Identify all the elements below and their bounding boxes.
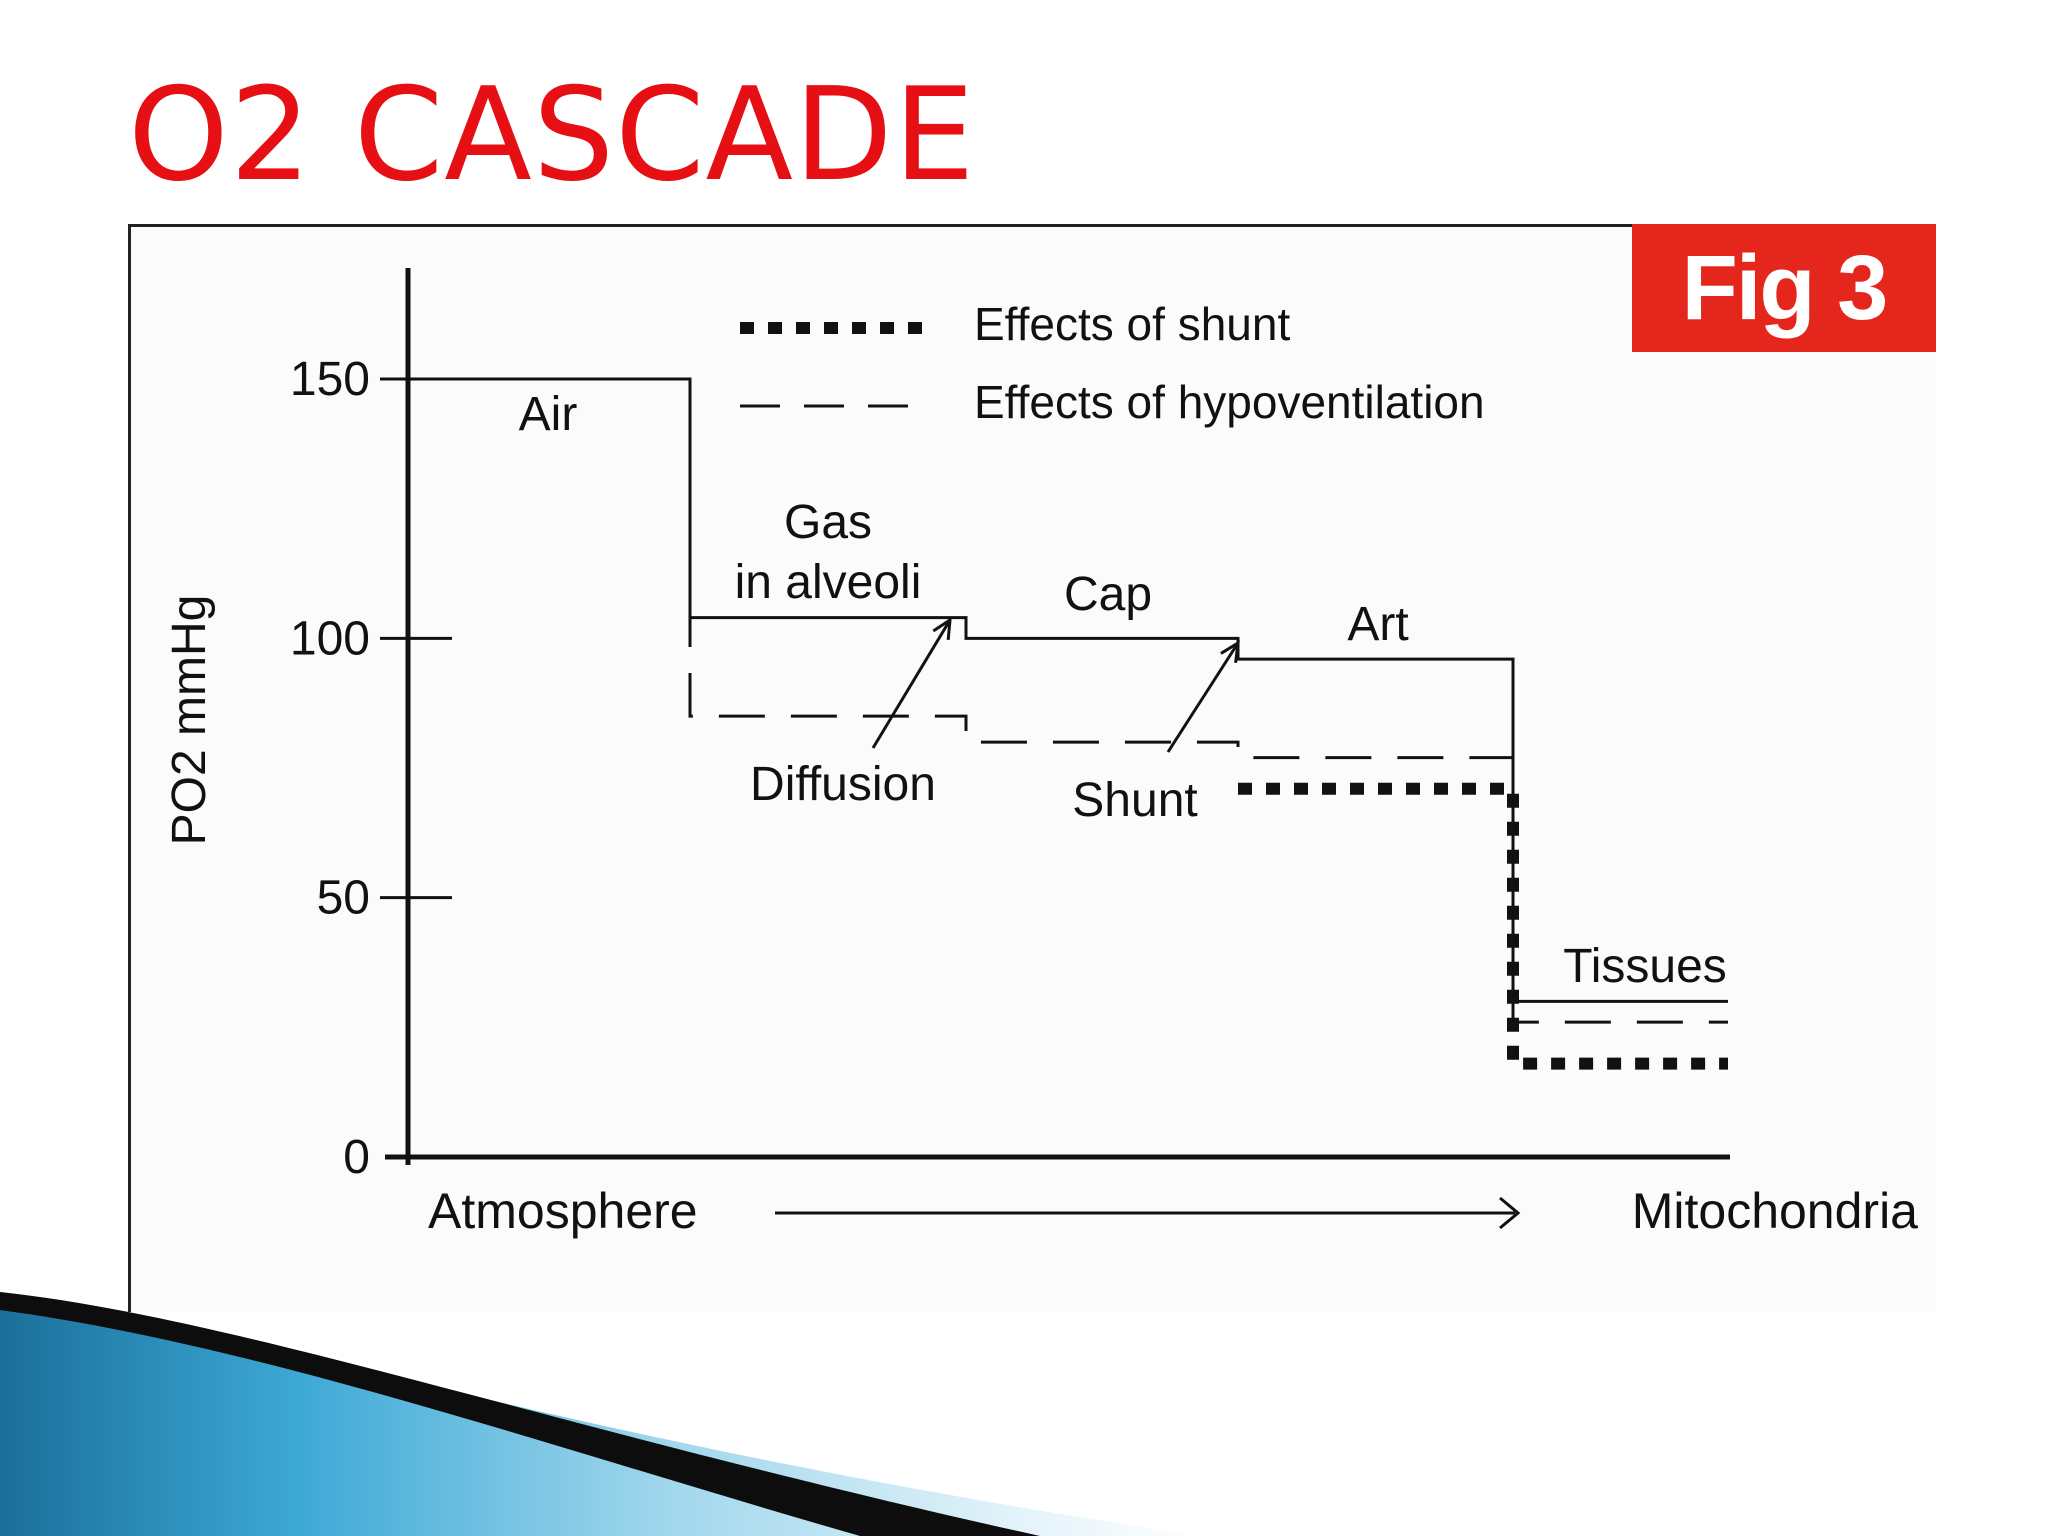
figure-badge: Fig 3	[1632, 224, 1936, 352]
x-direction-arrowhead	[1499, 1196, 1521, 1230]
stage-label: Gas	[784, 496, 872, 549]
annotation-label: Shunt	[1072, 774, 1197, 827]
stage-label: Air	[519, 388, 578, 441]
annotation-label: Diffusion	[750, 758, 936, 811]
annotation-arrowhead	[932, 617, 952, 641]
y-tick-label: 100	[290, 612, 370, 665]
legend-label: Effects of hypoventilation	[974, 376, 1485, 428]
y-axis-label: PO2 mmHg	[163, 595, 216, 846]
annotation-arrow	[1166, 642, 1240, 753]
y-tick-label: 0	[343, 1131, 370, 1184]
y-tick-label: 50	[317, 872, 370, 925]
stage-label: Tissues	[1563, 940, 1727, 993]
stage-label: in alveoli	[735, 556, 922, 609]
stage-label: Art	[1347, 598, 1408, 651]
series-line-dotted	[1238, 782, 1728, 1070]
legend-label: Effects of shunt	[974, 298, 1290, 350]
stage-label: Cap	[1064, 568, 1152, 621]
slide-title: O2 CASCADE	[128, 61, 976, 210]
x-end-label: Mitochondria	[1632, 1183, 1918, 1239]
figure-panel	[128, 224, 1936, 1312]
x-start-label: Atmosphere	[428, 1183, 698, 1239]
y-tick-label: 150	[290, 353, 370, 406]
annotation-arrow	[871, 619, 952, 749]
annotation-arrowhead	[1220, 640, 1240, 664]
